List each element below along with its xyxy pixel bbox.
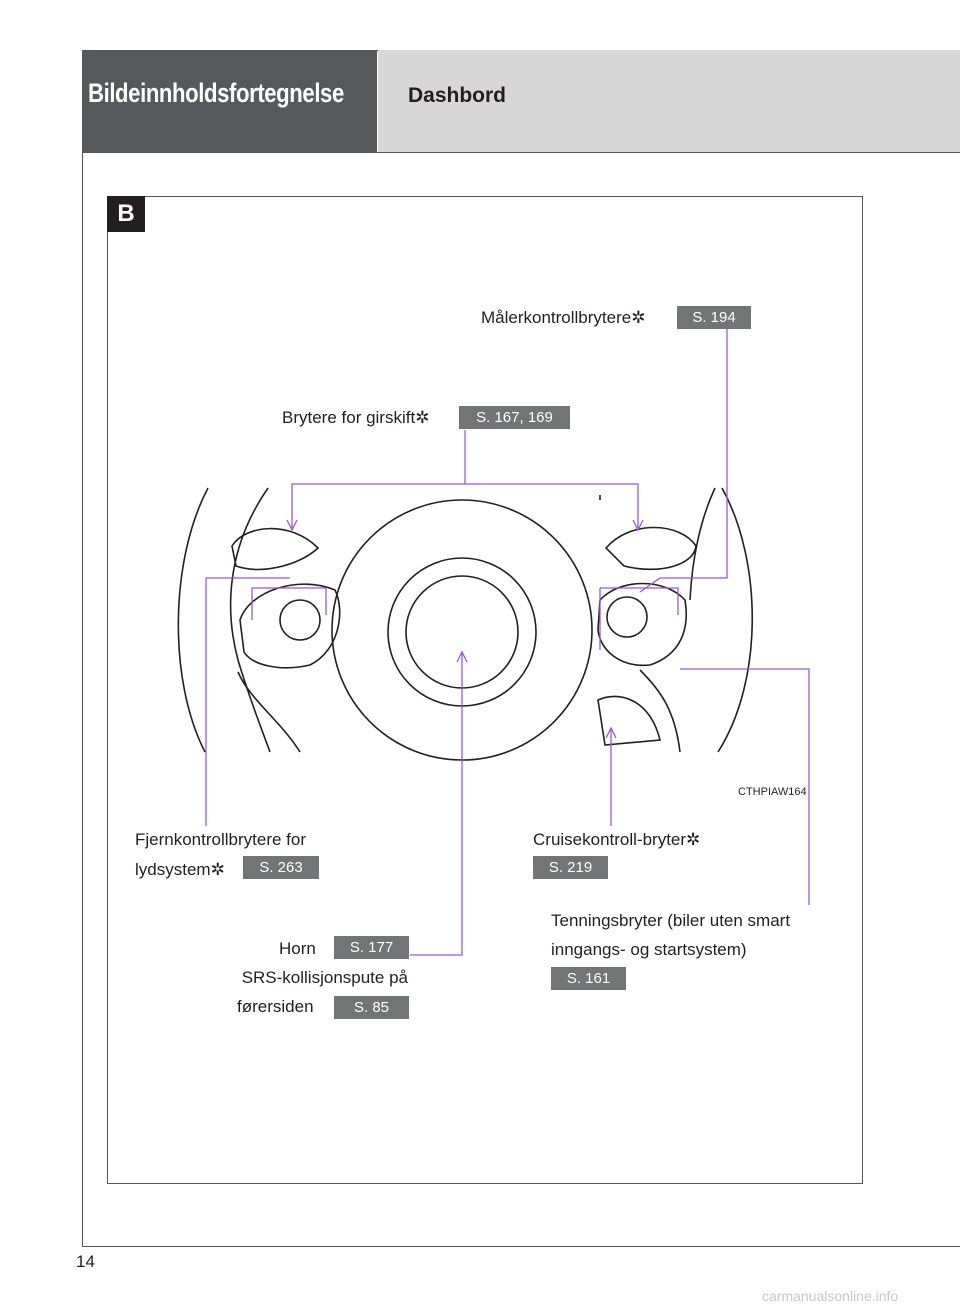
leader-horn [410, 652, 463, 956]
ignition-label-1: Tenningsbryter (biler uten smart [551, 911, 791, 930]
airbag-label-1: SRS-kollisjonspute på [241, 968, 408, 987]
audio-pad [279, 599, 321, 641]
airbag-ref[interactable]: S. 85 [334, 996, 409, 1019]
section-title: Bildeinnholdsfortegnelse [88, 78, 344, 108]
ignition-ref[interactable]: S. 161 [551, 967, 626, 990]
arrow-horn [456, 650, 468, 663]
arrow-right-paddle [632, 519, 644, 532]
page-number: 14 [76, 1252, 95, 1271]
leader-audio-right [599, 587, 679, 650]
rim-right [717, 487, 753, 753]
audio-remote-label-2: lydsystem✲ [135, 860, 225, 879]
audio-remote-label-1: Fjernkontrollbrytere for [135, 830, 307, 849]
header-divider [82, 152, 960, 153]
lower-left-spoke [237, 671, 301, 753]
cruise-label: Cruisekontroll-bryter✲ [533, 830, 701, 849]
cruise-pad [606, 596, 648, 638]
page-title: Dashbord [408, 84, 507, 107]
right-paddle [604, 526, 697, 571]
rim-inner-right [689, 487, 716, 601]
audio-remote-ref[interactable]: S. 263 [243, 856, 319, 879]
arrow-left-paddle [286, 519, 298, 532]
shift-paddles-label: Brytere for girskift✲ [282, 408, 430, 427]
section-tab: Bildeinnholdsfortegnelse [82, 50, 377, 152]
meter-switches-ref[interactable]: S. 194 [677, 306, 751, 329]
arrow-cruise [605, 726, 617, 739]
horn-label: Horn [279, 939, 316, 958]
right-spoke [597, 582, 687, 667]
meter-switches-label: Målerkontrollbrytere✲ [481, 308, 646, 327]
footer-watermark[interactable]: carmanualsonline.info [762, 1288, 899, 1304]
lower-right-spoke [639, 669, 681, 753]
rim-left [177, 487, 209, 753]
leader-shift [291, 430, 639, 528]
leader-meter [639, 328, 728, 593]
ignition-label-2: inngangs- og startsystem) [551, 940, 747, 959]
page-header: Dashbord [378, 50, 960, 152]
cruise-stalk [597, 695, 662, 746]
airbag-label-2: førersiden [237, 997, 314, 1016]
shift-paddles-ref[interactable]: S. 167, 169 [459, 406, 570, 429]
leader-audio [205, 577, 327, 826]
figure-badge: B [107, 196, 145, 232]
figure-box [107, 196, 863, 1184]
left-paddle [231, 527, 320, 571]
cruise-ref[interactable]: S. 219 [533, 856, 608, 879]
rim-inner-left [229, 487, 271, 753]
image-code: CTHPIAW164 [738, 786, 807, 798]
horn-ref[interactable]: S. 177 [334, 936, 409, 959]
leader-ignition [680, 668, 810, 905]
left-spoke [239, 583, 341, 669]
